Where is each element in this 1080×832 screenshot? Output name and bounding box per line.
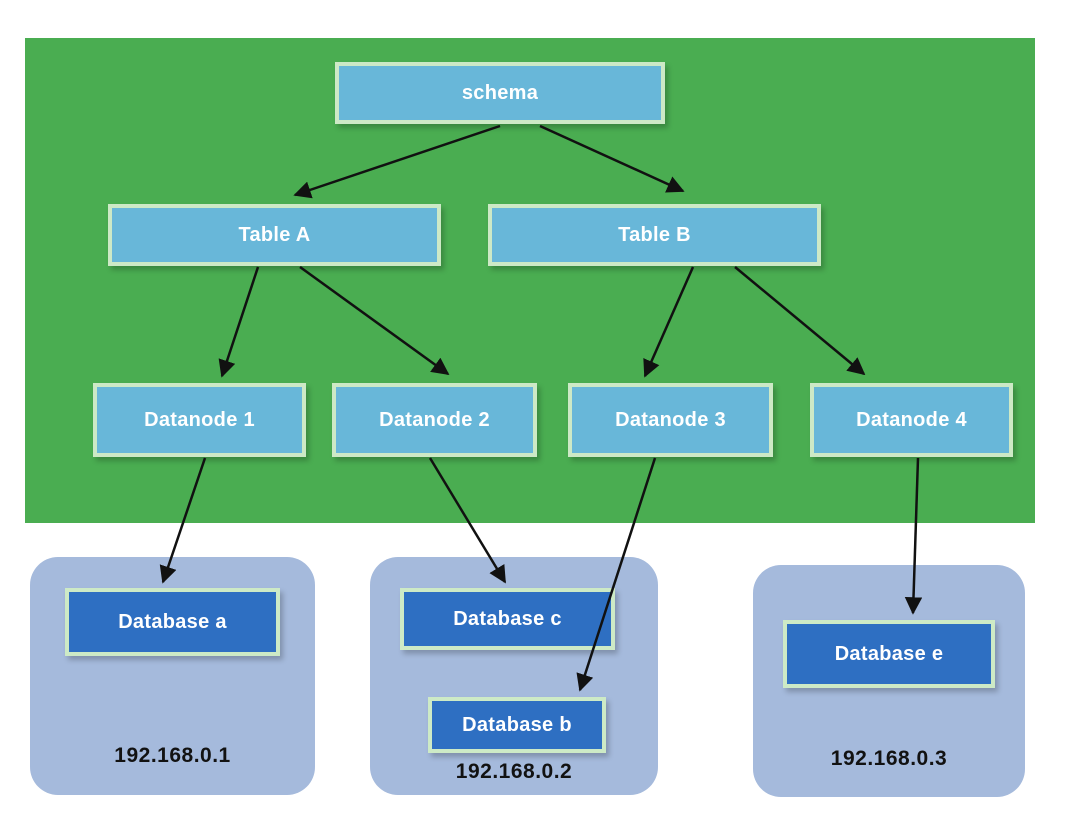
datanode-4-node: Datanode 4 — [810, 383, 1013, 457]
table-a-node: Table A — [108, 204, 441, 266]
datanode-2-label: Datanode 2 — [379, 408, 490, 431]
table-a-label: Table A — [238, 223, 311, 246]
database-c-label: Database c — [453, 607, 562, 630]
datanode-3-label: Datanode 3 — [615, 408, 726, 431]
table-b-node: Table B — [488, 204, 821, 266]
database-b-node: Database b — [428, 697, 606, 753]
server-2-ip-label: 192.168.0.2 — [455, 760, 573, 783]
datanode-1-label: Datanode 1 — [144, 408, 255, 431]
server-3-ip-label: 192.168.0.3 — [830, 747, 948, 770]
database-c-node: Database c — [400, 588, 615, 650]
datanode-2-node: Datanode 2 — [332, 383, 537, 457]
database-e-label: Database e — [834, 642, 944, 665]
schema-node: schema — [335, 62, 665, 124]
schema-label: schema — [461, 81, 539, 104]
datanode-1-node: Datanode 1 — [93, 383, 306, 457]
datanode-4-label: Datanode 4 — [856, 408, 967, 431]
server-1-ip-label: 192.168.0.1 — [114, 744, 231, 767]
database-a-node: Database a — [65, 588, 280, 656]
database-b-label: Database b — [462, 713, 572, 736]
table-b-label: Table B — [618, 223, 691, 246]
database-a-label: Database a — [118, 610, 227, 633]
datanode-3-node: Datanode 3 — [568, 383, 773, 457]
database-e-node: Database e — [783, 620, 995, 688]
